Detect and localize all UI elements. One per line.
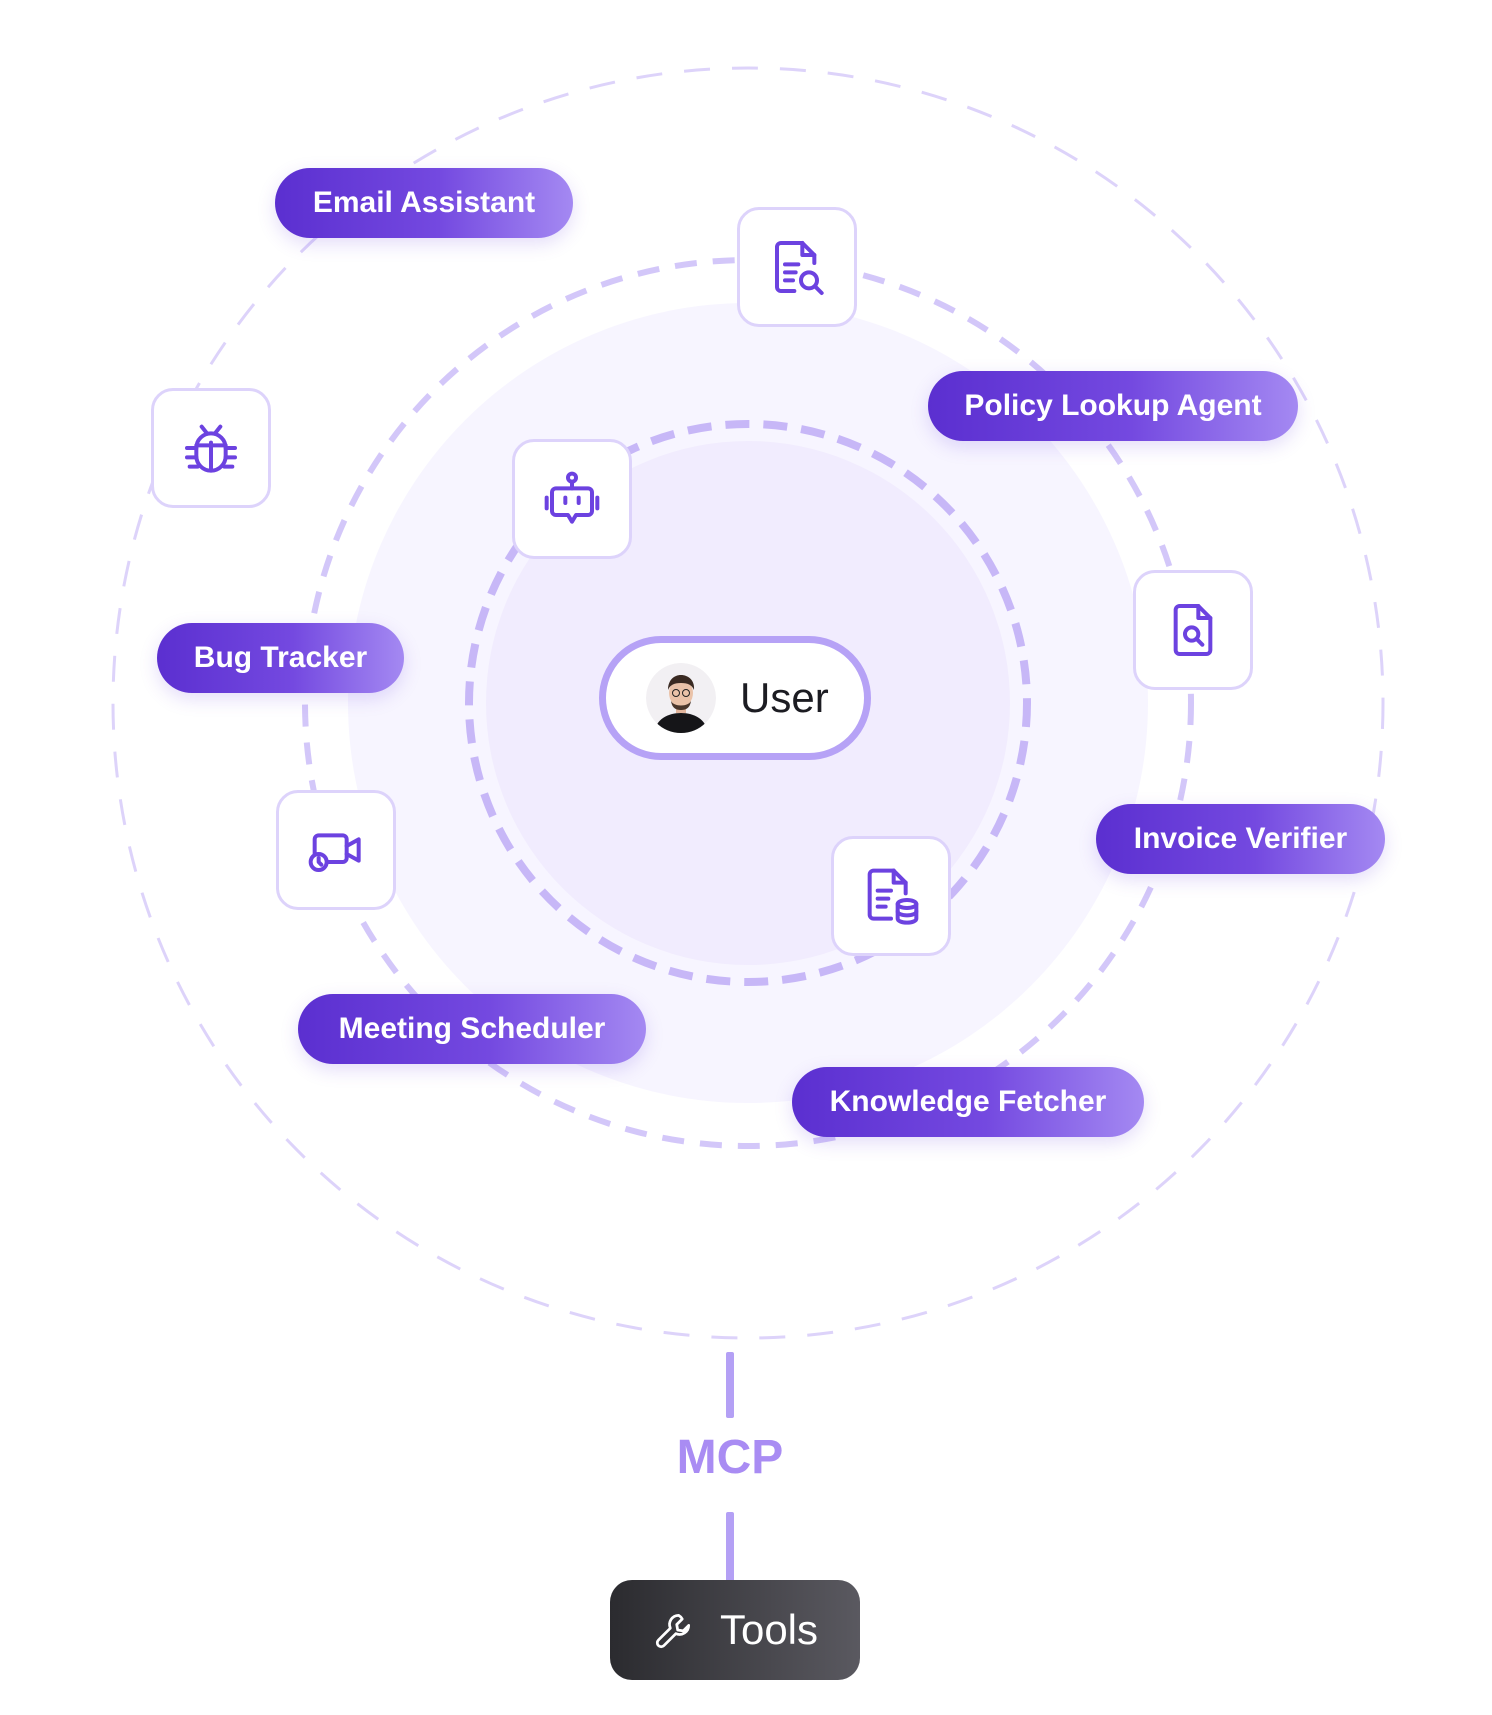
document-database-icon[interactable] — [831, 836, 951, 956]
tools-button[interactable]: Tools — [610, 1580, 860, 1680]
user-avatar-icon — [646, 663, 716, 733]
inner-ring — [465, 420, 1031, 986]
document-search-icon[interactable] — [737, 207, 857, 327]
agent-pill-bug-tracker[interactable]: Bug Tracker — [157, 623, 404, 693]
agent-pill-meeting-scheduler[interactable]: Meeting Scheduler — [298, 994, 646, 1064]
agent-pill-knowledge-fetcher[interactable]: Knowledge Fetcher — [792, 1067, 1144, 1137]
outer-ring — [111, 66, 1385, 1340]
tools-label: Tools — [719, 1606, 819, 1653]
connector-bottom — [726, 1512, 734, 1582]
agent-pill-invoice-verifier[interactable]: Invoice Verifier — [1096, 804, 1385, 874]
agent-pill-policy-lookup-agent[interactable]: Policy Lookup Agent — [928, 371, 1298, 441]
video-camera-icon[interactable] — [276, 790, 396, 910]
file-search-icon[interactable] — [1133, 570, 1253, 690]
connector-top — [726, 1352, 734, 1418]
robot-icon[interactable] — [512, 439, 632, 559]
bug-icon[interactable] — [151, 388, 271, 508]
middle-ring — [302, 257, 1194, 1149]
agent-pill-email-assistant[interactable]: Email Assistant — [275, 168, 573, 238]
user-label: User — [740, 674, 829, 721]
mcp-label: MCP — [676, 1431, 784, 1484]
user-node[interactable]: User — [599, 636, 871, 760]
wrench-icon — [655, 1613, 691, 1649]
